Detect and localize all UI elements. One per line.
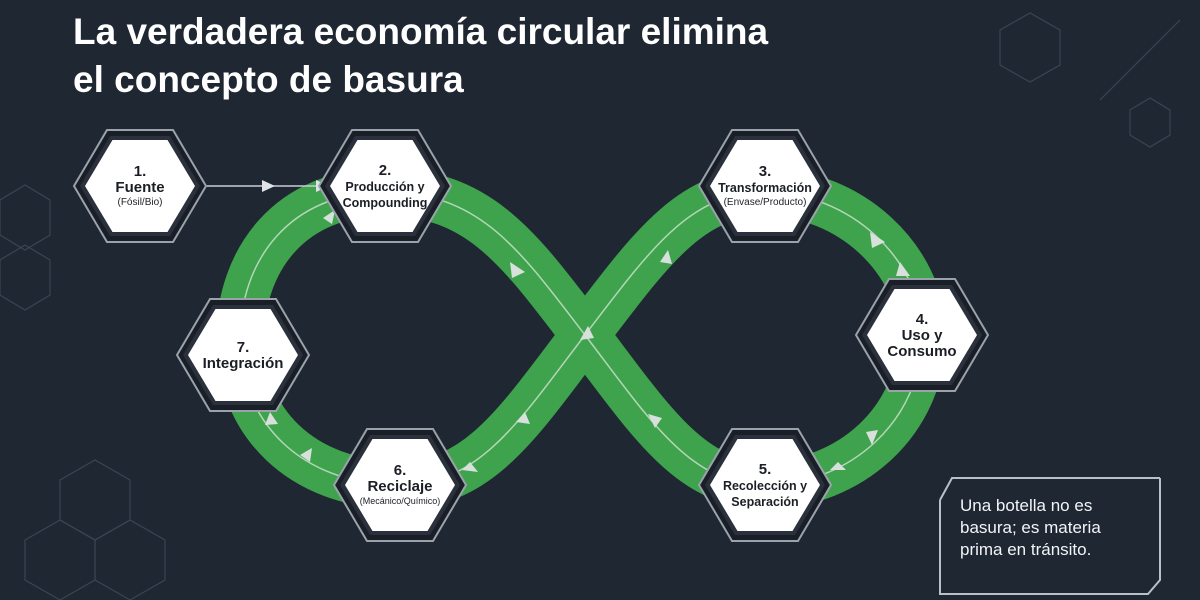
arrow-icon [870,232,885,248]
hexagon-shape [710,439,820,531]
quote-box: Una botella no es basura; es materia pri… [946,485,1146,585]
arrow-icon [830,462,846,470]
hexagon-shape [710,140,820,232]
hexagon-shape [330,140,440,232]
step-1-fuente: 1.Fuente(Fósil/Bio) [115,163,165,208]
arrow-icon [580,326,594,340]
step-3-transformacion: 3.Transformación(Envase/Producto) [718,163,812,208]
arrow-icon [323,210,335,224]
quote-text: Una botella no es basura; es materia pri… [960,496,1101,559]
arrow-icon [300,448,312,462]
quote-frame [939,477,1161,595]
arrow-icon [648,414,662,428]
hexagon-shape [867,289,977,381]
arrow-icon [510,262,525,278]
step-4-uso: 4.Uso y Consumo [887,310,957,360]
flow-arrows [265,210,910,472]
decorative-hex-grid [0,12,1181,600]
step-7-integracion: 7.Integración [202,338,284,372]
step-5-recoleccion: 5.Recolección y Separación [722,460,808,509]
arrow-icon [262,180,275,192]
arrow-icon [896,262,910,276]
hexagon-shape [188,309,298,401]
arrow-icon [660,250,672,264]
arrow-icon [866,430,878,445]
step-6-reciclaje: 6.Reciclaje(Mecánico/Químico) [359,462,441,506]
arrow-icon [462,462,478,472]
arrow-icon [516,412,530,424]
arrow-icon [265,412,278,425]
hexagon-shape [85,140,195,232]
step-2-produccion: 2.Producción y Compounding [342,161,428,210]
hexagon-shape [345,439,455,531]
